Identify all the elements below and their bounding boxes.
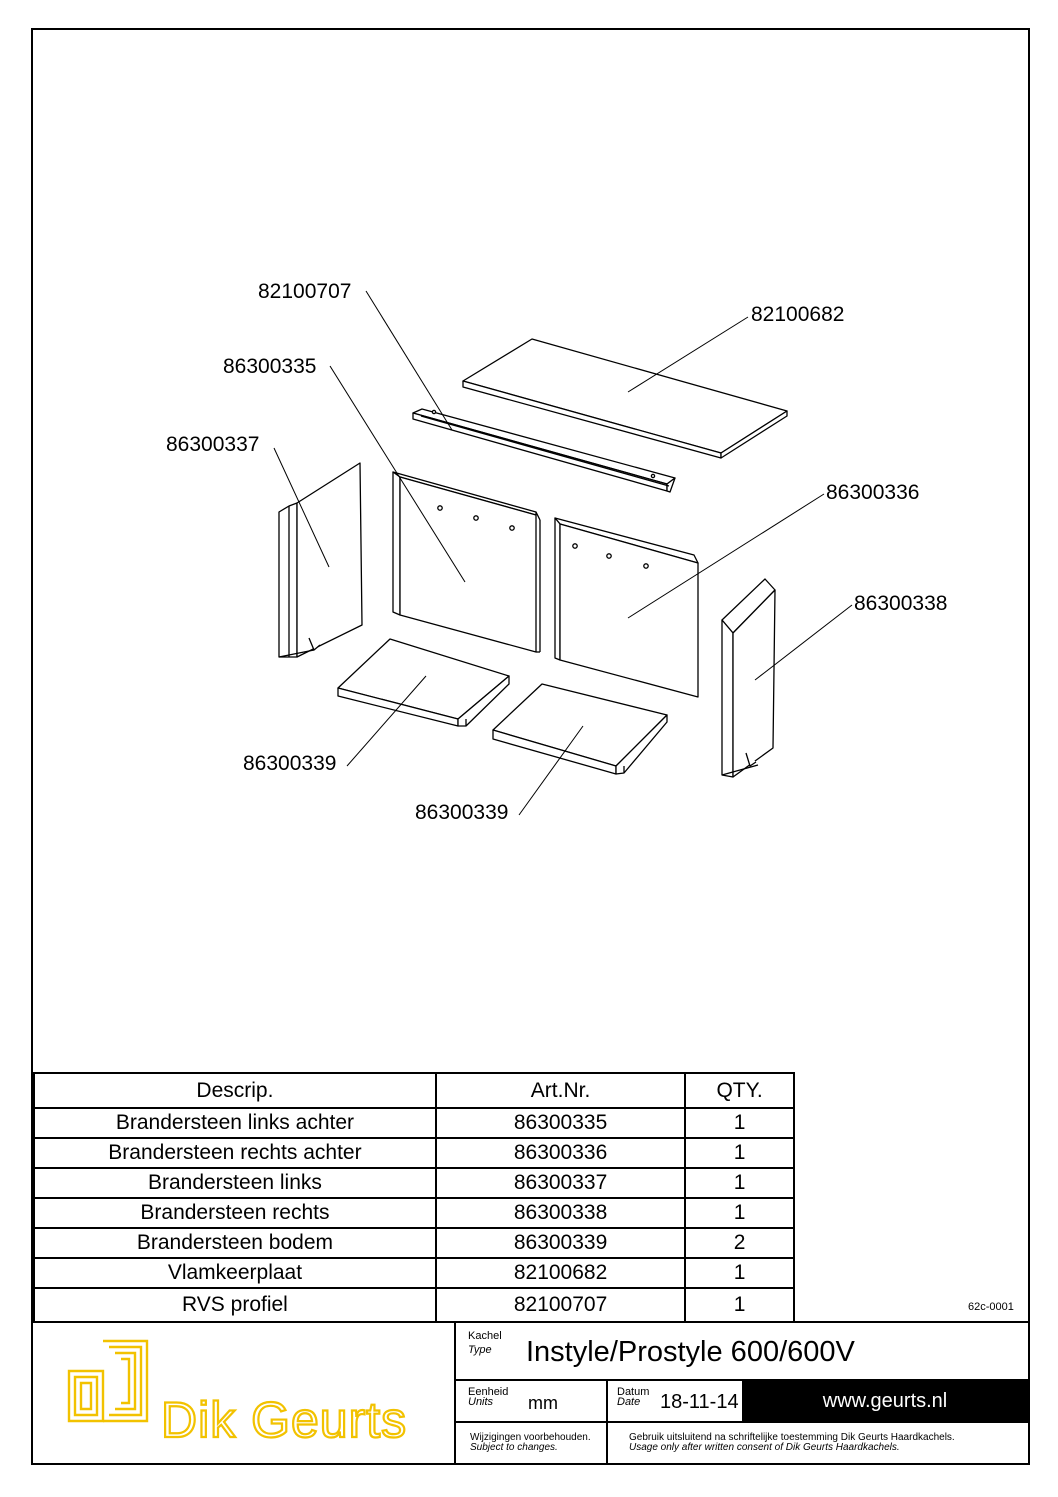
units-label: Eenheid xyxy=(468,1386,509,1398)
callout-86300336: 86300336 xyxy=(826,481,920,504)
exploded-view-drawing xyxy=(273,290,853,816)
bom-article: 82100707 xyxy=(434,1287,687,1323)
type-value: Instyle/Prostyle 600/600V xyxy=(526,1336,855,1368)
callout-82100682: 82100682 xyxy=(751,303,845,326)
bom-qty: 1 xyxy=(684,1257,795,1289)
callout-86300339-right: 86300339 xyxy=(415,801,509,824)
changes-notice-en: Subject to changes. xyxy=(470,1442,558,1453)
part-86300338 xyxy=(721,578,776,778)
units-date-divider xyxy=(606,1381,608,1421)
date-value: 18-11-14 xyxy=(660,1391,739,1413)
notices-divider xyxy=(606,1423,608,1465)
bom-description: Brandersteen links achter xyxy=(33,1107,437,1139)
part-86300339-left xyxy=(337,638,510,727)
bom-article: 86300339 xyxy=(434,1227,687,1259)
bom-article: 82100682 xyxy=(434,1257,687,1289)
website-link[interactable]: www.geurts.nl xyxy=(742,1381,1028,1421)
bom-description: RVS profiel xyxy=(33,1287,437,1323)
units-value: mm xyxy=(528,1393,558,1413)
bom-row: Vlamkeerplaat 82100682 1 xyxy=(33,1257,795,1289)
bom-qty: 1 xyxy=(684,1107,795,1139)
bom-description: Brandersteen rechts xyxy=(33,1197,437,1229)
part-82100682 xyxy=(462,338,788,459)
part-86300337 xyxy=(278,462,363,658)
part-86300336 xyxy=(554,517,699,698)
bom-header-article: Art.Nr. xyxy=(434,1072,687,1109)
bom-description: Brandersteen links xyxy=(33,1167,437,1199)
date-label-en: Date xyxy=(617,1396,641,1408)
usage-notice-en: Usage only after written consent of Dik … xyxy=(629,1442,900,1453)
bom-row: Brandersteen links achter 86300335 1 xyxy=(33,1107,795,1139)
callout-86300339-left: 86300339 xyxy=(243,752,337,775)
bom-header-qty: QTY. xyxy=(684,1072,795,1109)
bom-header-description: Descrip. xyxy=(33,1072,437,1109)
type-row: Kachel Type Instyle/Prostyle 600/600V xyxy=(456,1323,1028,1381)
logo-cell: Dik Geurts xyxy=(33,1323,456,1465)
units-date-row: Eenheid Units mm Datum Date 18-11-14 www… xyxy=(456,1381,1028,1423)
bom-header-row: Descrip. Art.Nr. QTY. xyxy=(33,1072,795,1109)
callout-86300335: 86300335 xyxy=(223,355,317,378)
bom-row: Brandersteen rechts 86300338 1 xyxy=(33,1197,795,1229)
bom-row: Brandersteen links 86300337 1 xyxy=(33,1167,795,1199)
part-82100707 xyxy=(412,408,676,493)
units-label-en: Units xyxy=(468,1396,494,1408)
callout-82100707: 82100707 xyxy=(258,280,352,303)
bom-qty: 1 xyxy=(684,1287,795,1323)
bom-article: 86300335 xyxy=(434,1107,687,1139)
bom-description: Brandersteen bodem xyxy=(33,1227,437,1259)
date-label: Datum xyxy=(617,1386,650,1398)
bom-row: RVS profiel 82100707 1 xyxy=(33,1287,795,1323)
callout-86300337: 86300337 xyxy=(166,433,260,456)
part-86300339-right xyxy=(492,683,668,775)
notices-row: Wijzigingen voorbehouden. Subject to cha… xyxy=(456,1423,1028,1465)
bom-qty: 1 xyxy=(684,1137,795,1169)
changes-notice-nl: Wijzigingen voorbehouden. xyxy=(470,1432,591,1443)
part-86300335 xyxy=(392,471,541,653)
type-label-en: Type xyxy=(468,1344,492,1356)
bom-row: Brandersteen bodem 86300339 2 xyxy=(33,1227,795,1259)
bom-article: 86300336 xyxy=(434,1137,687,1169)
dik-geurts-logo: Dik Geurts xyxy=(67,1339,407,1449)
leader-lines xyxy=(273,290,853,816)
bom-qty: 1 xyxy=(684,1167,795,1199)
bom-article: 86300338 xyxy=(434,1197,687,1229)
bom-description: Vlamkeerplaat xyxy=(33,1257,437,1289)
document-id: 62c-0001 xyxy=(968,1301,1014,1313)
bom-qty: 1 xyxy=(684,1197,795,1229)
bill-of-materials: Descrip. Art.Nr. QTY. Brandersteen links… xyxy=(33,1072,795,1323)
callout-86300338: 86300338 xyxy=(854,592,948,615)
bom-description: Brandersteen rechts achter xyxy=(33,1137,437,1169)
bom-qty: 2 xyxy=(684,1227,795,1259)
bom-row: Brandersteen rechts achter 86300336 1 xyxy=(33,1137,795,1169)
usage-notice-nl: Gebruik uitsluitend na schriftelijke toe… xyxy=(629,1432,955,1443)
type-label: Kachel xyxy=(468,1330,502,1342)
logo-wordmark: Dik Geurts xyxy=(161,1392,407,1448)
bom-article: 86300337 xyxy=(434,1167,687,1199)
title-block: Dik Geurts Kachel Type Instyle/Prostyle … xyxy=(33,1321,1028,1465)
drawing-frame xyxy=(31,28,1030,1465)
